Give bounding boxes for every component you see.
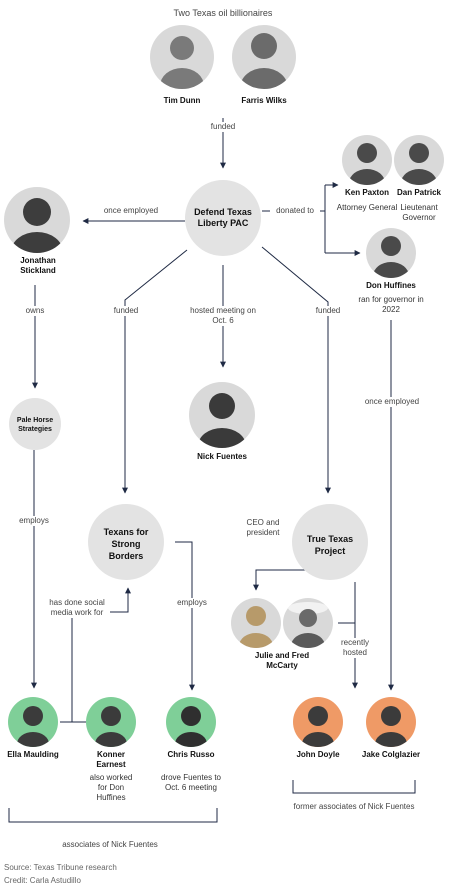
true-texas-node <box>292 504 368 580</box>
edge-texans-employs-russo <box>175 541 195 691</box>
portrait-tim-dunn <box>150 25 214 89</box>
note-chris-russo: drove Fuentes to Oct. 6 meeting <box>160 773 222 792</box>
edge-label-once-employed-right: once employed <box>362 397 422 407</box>
edge-label-funded-left: funded <box>108 306 144 316</box>
portrait-nick-fuentes <box>189 382 255 448</box>
edge-label-funded-right: funded <box>310 306 346 316</box>
edge-pac-funded-truetexas <box>261 246 331 494</box>
edge-label-social-media-work: has done social media work for <box>44 598 110 618</box>
name-farris-wilks: Farris Wilks <box>241 96 287 105</box>
edge-label-ceo-president: CEO and president <box>240 518 286 538</box>
group-label-former-associates: former associates of Nick Fuentes <box>293 802 415 811</box>
portrait-don-huffines <box>366 228 416 278</box>
portrait-jake-colglazier <box>366 697 416 747</box>
name-nick-fuentes: Nick Fuentes <box>197 452 247 461</box>
footer-source: Source: Texas Tribune research <box>4 863 117 872</box>
name-ella-maulding: Ella Maulding <box>7 750 59 759</box>
edge-label-funded-top: funded <box>198 122 248 132</box>
edge-label-hosted-meeting: hosted meeting on Oct. 6 <box>188 306 258 326</box>
name-chris-russo: Chris Russo <box>167 750 215 759</box>
org-pale-horse-strategies: Pale Horse Strategies <box>16 417 54 433</box>
org-texans-for-strong-borders: Texans for Strong Borders <box>103 527 149 561</box>
name-john-doyle: John Doyle <box>296 750 340 759</box>
edge-label-employs-mid: employs <box>172 598 212 608</box>
edge-label-once-employed-left: once employed <box>98 206 164 216</box>
name-tim-dunn: Tim Dunn <box>163 96 201 105</box>
role-dan-patrick: Lieutenant Governor <box>400 203 438 222</box>
portrait-dan-patrick <box>394 135 444 185</box>
portrait-ken-paxton <box>342 135 392 185</box>
org-true-texas-project: True Texas Project <box>306 534 354 556</box>
portrait-julie-mccarty <box>231 598 281 648</box>
note-konner-earnest: also worked for Don Huffines <box>89 773 133 802</box>
edge-label-owns: owns <box>20 306 50 316</box>
name-konner-earnest: Konner Earnest <box>96 750 126 769</box>
note-don-huffines: ran for governor in 2022 <box>358 295 424 314</box>
portrait-konner-earnest <box>86 697 136 747</box>
portrait-john-doyle <box>293 697 343 747</box>
pale-horse-node <box>9 398 61 450</box>
associates-bracket <box>8 808 218 823</box>
name-ken-paxton: Ken Paxton <box>344 188 389 197</box>
texans-strong-borders-node <box>88 504 164 580</box>
edge-label-donated-to: donated to <box>270 206 320 216</box>
portrait-chris-russo <box>166 697 216 747</box>
former-associates-bracket <box>292 780 416 794</box>
name-jake-colglazier: Jake Colglazier <box>361 750 421 759</box>
diagram-title: Two Texas oil billionaires <box>173 8 273 18</box>
name-dan-patrick: Dan Patrick <box>396 188 442 197</box>
edge-label-employs-left: employs <box>14 516 54 526</box>
edge-label-recently-hosted: recently hosted <box>336 638 374 658</box>
name-julie-fred-mccarty: Julie and Fred McCarty <box>254 651 310 670</box>
portrait-ella-maulding <box>8 697 58 747</box>
group-label-associates: associates of Nick Fuentes <box>62 840 158 849</box>
portrait-fred-mccarty <box>283 598 333 648</box>
portrait-jonathan-stickland <box>4 187 70 253</box>
portrait-farris-wilks <box>232 25 296 89</box>
name-don-huffines: Don Huffines <box>366 281 416 290</box>
name-jonathan-stickland: Jonathan Stickland <box>20 256 56 275</box>
connector-lines <box>31 118 394 723</box>
footer-credit: Credit: Carla Astudillo <box>4 876 81 885</box>
org-defend-texas-liberty-pac: Defend Texas Liberty PAC <box>194 207 252 228</box>
defend-texas-node <box>185 180 261 256</box>
edge-truetexas-ceo <box>253 569 306 591</box>
edge-pac-funded-texans <box>122 249 188 494</box>
role-ken-paxton: Attorney General <box>336 203 398 212</box>
